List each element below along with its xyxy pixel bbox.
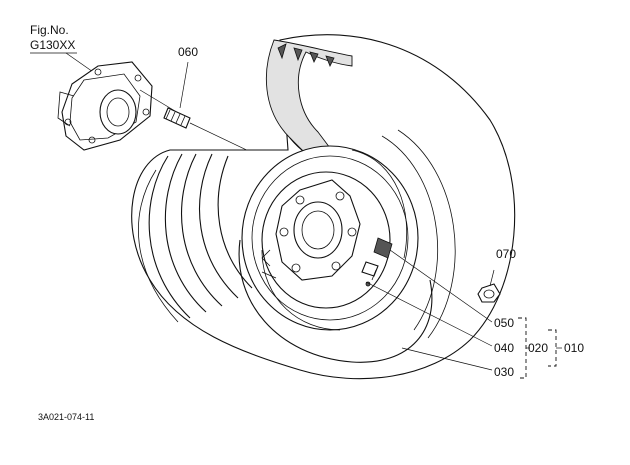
part-label-040: 040 xyxy=(494,341,514,355)
part-label-030: 030 xyxy=(494,365,514,379)
wheel-nut-drawing xyxy=(477,269,501,303)
wheel-rim-drawing xyxy=(241,145,419,331)
part-label-010: 010 xyxy=(564,341,584,355)
grouping-brackets xyxy=(518,317,562,379)
figure-ref-title: Fig.No. xyxy=(30,23,69,37)
leader-lines xyxy=(179,61,493,371)
figure-ref-code: G130XX xyxy=(30,38,75,52)
part-label-020: 020 xyxy=(528,341,548,355)
part-label-060: 060 xyxy=(178,45,198,59)
image-code: 3A021-074-11 xyxy=(38,412,94,422)
figure-reference: Fig.No. G130XX xyxy=(30,23,97,75)
part-label-070: 070 xyxy=(496,247,516,261)
part-label-050: 050 xyxy=(494,316,514,330)
wheel-hub-drawing xyxy=(57,61,181,151)
